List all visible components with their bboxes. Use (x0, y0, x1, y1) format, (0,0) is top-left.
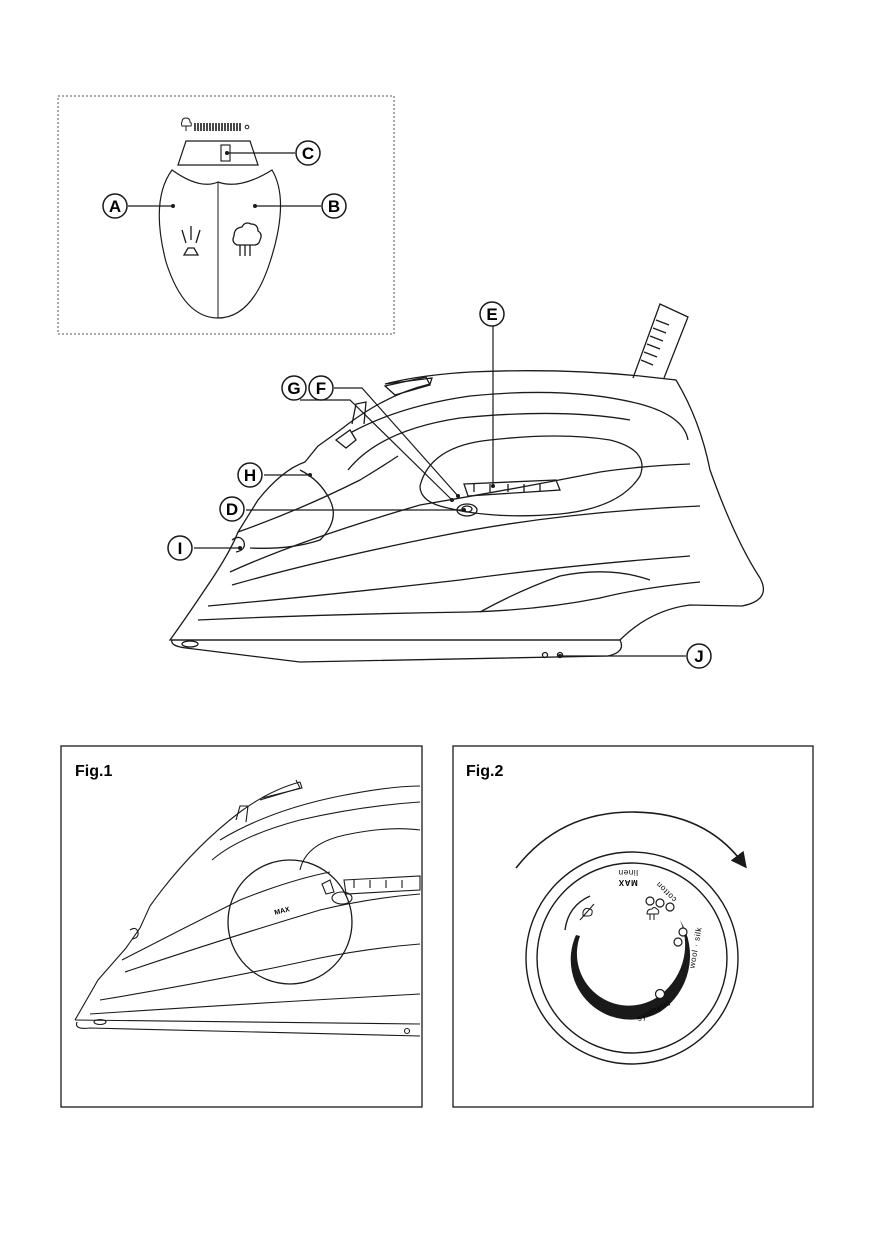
body-line-3 (207, 555, 691, 607)
callout-g: G (281, 375, 307, 401)
callout-c: C (295, 140, 321, 166)
magnifier-circle (227, 859, 353, 985)
water-tank-window (249, 469, 334, 549)
temperature-dial-inner (536, 862, 728, 1054)
figure-1-title: Fig.1 (75, 763, 112, 780)
main-callout-leaders (194, 326, 686, 657)
leader-f (334, 387, 459, 497)
spray-icon (181, 226, 201, 256)
leader-g (300, 399, 453, 501)
rotation-arrow-icon (515, 811, 747, 869)
handle-top-outline (158, 169, 282, 319)
water-filler-cap[interactable] (383, 376, 431, 396)
steam-slider-housing (177, 140, 259, 166)
handle-inner-line (347, 412, 631, 471)
steam-burst-icon (232, 222, 262, 256)
figure-1-frame (60, 745, 423, 1108)
callout-i-label: I (178, 539, 183, 558)
body-line-5 (479, 571, 651, 613)
body-line-4 (197, 581, 701, 621)
cord-guard (632, 303, 689, 379)
max-fill-label: MAX (274, 906, 291, 917)
callout-c-label: C (302, 144, 314, 163)
callout-a: A (102, 193, 128, 219)
steam-control-slider-side[interactable] (463, 479, 561, 497)
callout-e: E (479, 301, 505, 327)
burst-steam-button[interactable] (334, 429, 357, 449)
callout-h-label: H (244, 466, 256, 485)
spray-nozzle (231, 536, 245, 553)
callout-d: D (219, 496, 245, 522)
callout-i: I (167, 535, 193, 561)
spray-button[interactable] (351, 401, 367, 425)
steam-icon (646, 907, 660, 920)
iron-side-view (168, 303, 765, 663)
figure-1-iron-detail (74, 779, 421, 1037)
handle-top-view-inset: A B C (57, 95, 395, 335)
figure-2-title: Fig.2 (466, 763, 503, 780)
iron-body-outline (168, 370, 765, 641)
callout-f: F (308, 375, 334, 401)
callout-j-label: J (694, 647, 703, 666)
figure-1-panel: Fig.1 MAX (60, 745, 423, 1108)
body-line-2 (231, 505, 701, 586)
dial-label-max: MAX (618, 878, 638, 887)
callout-e-label: E (486, 305, 497, 324)
figure-2-panel: Fig.2 MAX linen (452, 745, 814, 1108)
soleplate-tip-hole (181, 640, 199, 648)
callout-h: H (237, 462, 263, 488)
callout-d-label: D (226, 500, 238, 519)
callout-f-label: F (316, 379, 326, 398)
callout-b: B (321, 193, 347, 219)
callout-g-label: G (287, 379, 300, 398)
front-tank-line (237, 455, 399, 533)
handle-grip-cutout (419, 435, 643, 517)
body-line-1 (229, 463, 691, 573)
soleplate (171, 639, 623, 663)
temperature-dots (645, 896, 688, 1000)
callout-b-label: B (328, 197, 340, 216)
inset-frame (57, 95, 395, 335)
steam-level-scale-icon (181, 117, 250, 131)
callout-j: J (686, 643, 712, 669)
no-steam-icon (579, 903, 595, 921)
dial-label-linen: linen (618, 868, 638, 877)
callout-a-label: A (109, 197, 121, 216)
handle-top-line (351, 391, 689, 441)
